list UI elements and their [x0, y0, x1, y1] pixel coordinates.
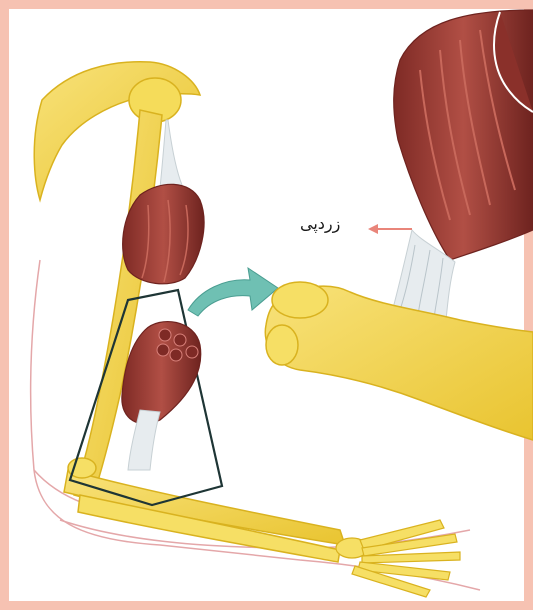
biceps-muscle-upper — [123, 120, 204, 284]
biceps-muscle-cross-section — [122, 322, 201, 470]
tendon-label: زردپی — [300, 214, 340, 233]
hand-bones — [336, 520, 460, 597]
enlarged-muscle — [394, 10, 533, 260]
pointer-arrow-icon — [368, 224, 412, 234]
curved-arrow-icon — [188, 268, 278, 316]
forearm-bones — [64, 458, 345, 562]
